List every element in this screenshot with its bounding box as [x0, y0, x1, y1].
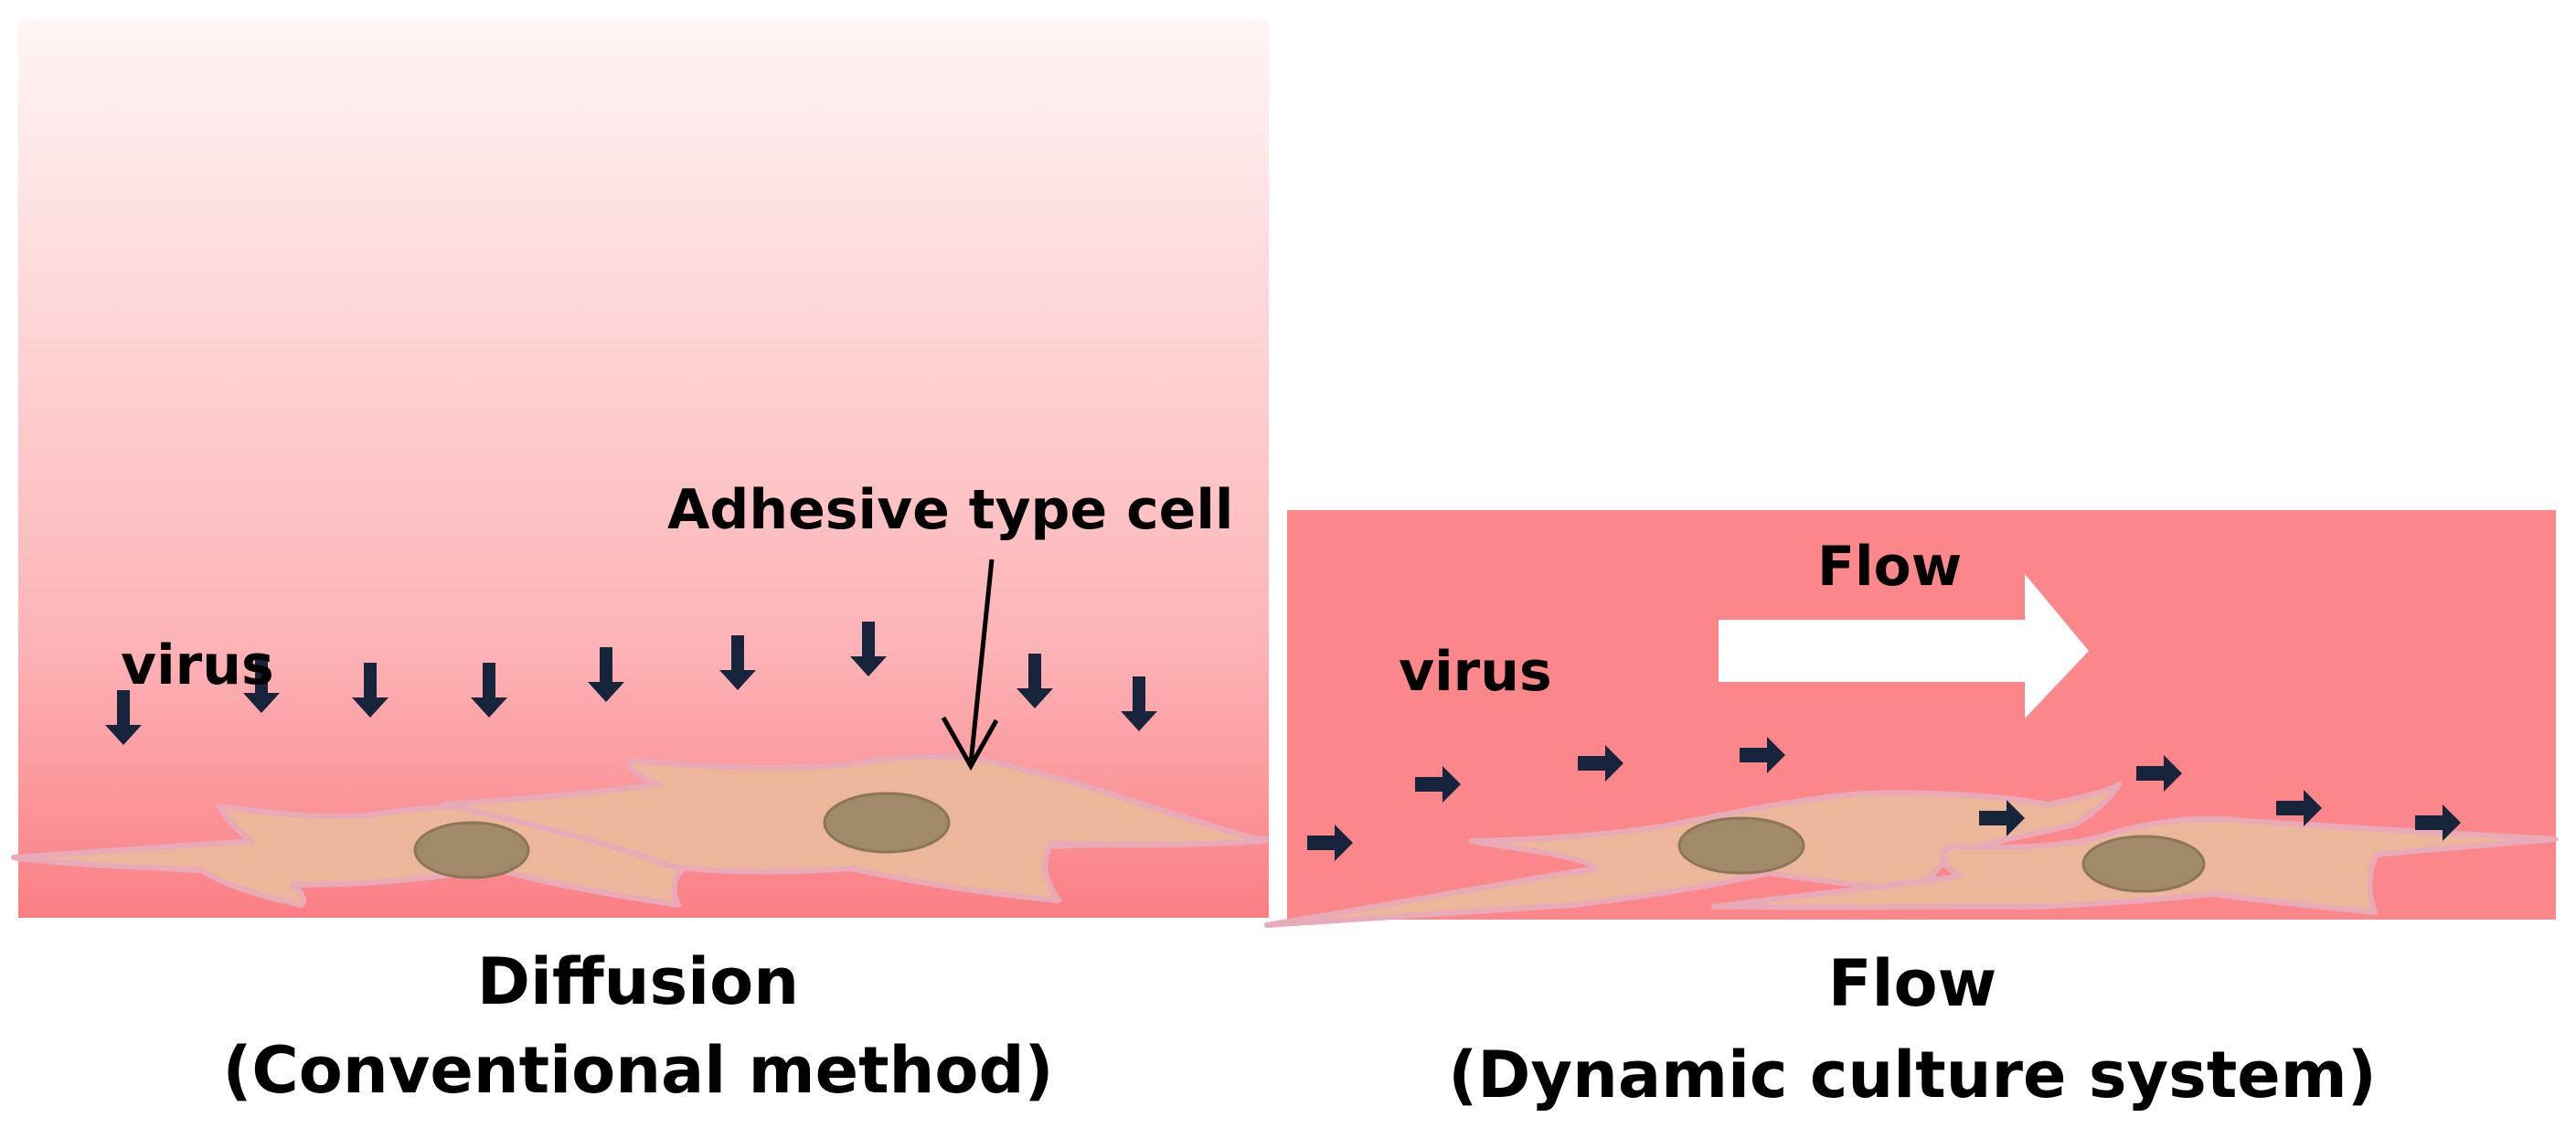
- virus-arrow-right-icon: [1578, 745, 1623, 782]
- virus-arrow-right-icon: [1307, 825, 1353, 861]
- right-caption-subtitle: (Dynamic culture system): [1448, 1038, 2376, 1112]
- left-cell-layer: [11, 753, 1269, 908]
- right-virus-arrows: [1307, 737, 2461, 861]
- left-panel: virus Adhesive type cell: [11, 20, 1269, 918]
- virus-arrow-down-icon: [1121, 676, 1157, 731]
- virus-arrow-down-icon: [105, 690, 142, 745]
- virus-arrow-down-icon: [352, 663, 389, 718]
- left-caption-title: Diffusion: [477, 944, 799, 1019]
- left-virus-label: virus: [121, 633, 274, 697]
- virus-arrow-right-icon: [1740, 737, 1785, 773]
- cell-pointer-line: [968, 559, 995, 764]
- right-cell-layer: [1264, 782, 2558, 928]
- cell-nucleus: [2081, 835, 2206, 893]
- virus-arrow-right-icon: [1415, 766, 1461, 803]
- large-block-arrow-icon: [1719, 574, 2089, 719]
- flow-arrow-label: Flow: [1817, 535, 1962, 599]
- right-virus-label: virus: [1399, 640, 1552, 704]
- left-caption-subtitle: (Conventional method): [222, 1033, 1053, 1108]
- cell-nucleus: [413, 821, 530, 879]
- cell-pointer-head: [941, 716, 999, 772]
- virus-arrow-right-icon: [2276, 790, 2322, 826]
- virus-arrow-down-icon: [850, 622, 887, 676]
- cell-label: Adhesive type cell: [667, 478, 1233, 542]
- right-panel: Flow virus: [1264, 510, 2558, 928]
- virus-arrow-down-icon: [1017, 654, 1053, 708]
- virus-arrow-right-icon: [2136, 755, 2182, 792]
- virus-arrow-right-icon: [1979, 800, 2025, 836]
- cell-nucleus: [1677, 816, 1805, 875]
- right-caption-title: Flow: [1828, 946, 1997, 1021]
- virus-arrow-down-icon: [471, 663, 507, 718]
- virus-arrow-right-icon: [2415, 804, 2461, 841]
- virus-arrow-down-icon: [719, 635, 756, 690]
- virus-arrow-down-icon: [243, 658, 280, 713]
- virus-arrow-down-icon: [588, 647, 624, 702]
- left-virus-arrows: [105, 622, 1157, 745]
- cell-nucleus: [823, 792, 951, 854]
